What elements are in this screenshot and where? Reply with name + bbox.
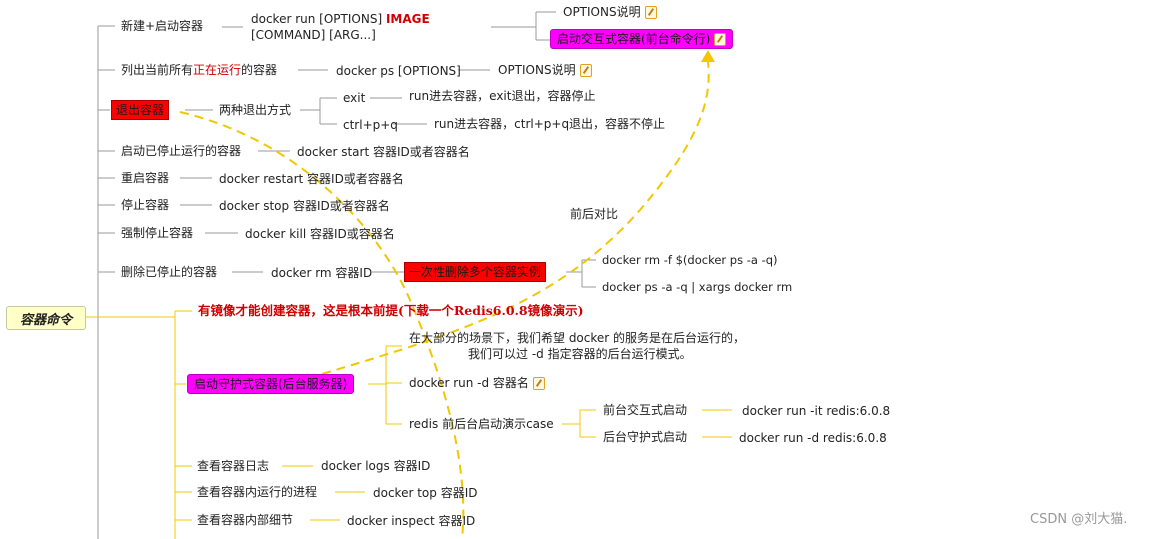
node-top-cmd[interactable]: docker top 容器ID: [373, 486, 478, 500]
node-rm-xargs-cmd[interactable]: docker ps -a -q | xargs docker rm: [602, 280, 793, 294]
node-restart[interactable]: 重启容器: [121, 171, 170, 185]
node-background[interactable]: 后台守护式启动: [603, 430, 688, 444]
note-icon: [532, 377, 545, 390]
node-ctrl-pq[interactable]: ctrl+p+q: [343, 118, 398, 132]
node-kill[interactable]: 强制停止容器: [121, 226, 194, 240]
node-foreground-cmd[interactable]: docker run -it redis:6.0.8: [742, 404, 891, 418]
node-restart-cmd[interactable]: docker restart 容器ID或者容器名: [219, 172, 404, 186]
node-daemon-desc-2[interactable]: 我们可以过 -d 指定容器的后台运行模式。: [468, 347, 692, 361]
node-batch-remove[interactable]: 一次性删除多个容器实例: [404, 262, 547, 282]
node-foreground[interactable]: 前台交互式启动: [603, 403, 688, 417]
node-background-cmd[interactable]: docker run -d redis:6.0.8: [739, 431, 887, 445]
node-exit-container[interactable]: 退出容器: [111, 100, 170, 120]
watermark: CSDN @刘大猫.: [1030, 512, 1128, 527]
node-start-stopped[interactable]: 启动已停止运行的容器: [121, 144, 242, 158]
node-options-desc-1[interactable]: OPTIONS说明: [563, 4, 657, 20]
node-redis-demo[interactable]: redis 前后台启动演示case: [409, 417, 554, 431]
node-options-desc-2[interactable]: OPTIONS说明: [498, 62, 592, 78]
node-exit-ways[interactable]: 两种退出方式: [219, 103, 292, 117]
node-create-start[interactable]: 新建+启动容器: [121, 19, 204, 33]
node-daemon-cmd[interactable]: docker run -d 容器名: [409, 375, 545, 391]
node-premise[interactable]: 有镜像才能创建容器，这是根本前提(下载一个Redis6.0.8镜像演示): [198, 303, 584, 318]
node-list-running[interactable]: 列出当前所有正在运行的容器: [121, 63, 278, 77]
node-rm-cmd[interactable]: docker rm 容器ID: [271, 266, 373, 280]
node-inspect[interactable]: 查看容器内部细节: [197, 513, 294, 527]
node-kill-cmd[interactable]: docker kill 容器ID或容器名: [245, 227, 395, 241]
node-exit-desc[interactable]: run进去容器，exit退出，容器停止: [409, 89, 596, 103]
node-ps-cmd[interactable]: docker ps [OPTIONS]: [336, 64, 461, 78]
root-node[interactable]: 容器命令: [6, 306, 86, 330]
note-icon: [579, 64, 592, 77]
label-compare: 前后对比: [570, 207, 619, 221]
node-create-cmd[interactable]: docker run [OPTIONS] IMAGE [COMMAND] [AR…: [251, 12, 430, 42]
node-interactive-container[interactable]: 启动交互式容器(前台命令行): [550, 29, 734, 49]
node-ctrl-desc[interactable]: run进去容器，ctrl+p+q退出，容器不停止: [434, 117, 666, 131]
node-top[interactable]: 查看容器内运行的进程: [197, 485, 318, 499]
node-stop-cmd[interactable]: docker stop 容器ID或者容器名: [219, 199, 390, 213]
node-logs[interactable]: 查看容器日志: [197, 459, 270, 473]
node-logs-cmd[interactable]: docker logs 容器ID: [321, 459, 431, 473]
node-stop[interactable]: 停止容器: [121, 198, 170, 212]
node-daemon-desc-1[interactable]: 在大部分的场景下，我们希望 docker 的服务是在后台运行的，: [409, 331, 746, 345]
arrowhead-icon: [701, 50, 715, 62]
note-icon: [714, 33, 727, 46]
note-icon: [644, 6, 657, 19]
node-start-cmd[interactable]: docker start 容器ID或者容器名: [297, 145, 470, 159]
node-inspect-cmd[interactable]: docker inspect 容器ID: [347, 514, 476, 528]
node-exit[interactable]: exit: [343, 91, 366, 105]
node-daemon-container[interactable]: 启动守护式容器(后台服务器): [187, 374, 355, 394]
node-remove-stopped[interactable]: 删除已停止的容器: [121, 265, 218, 279]
node-rm-all-cmd[interactable]: docker rm -f $(docker ps -a -q): [602, 253, 778, 267]
